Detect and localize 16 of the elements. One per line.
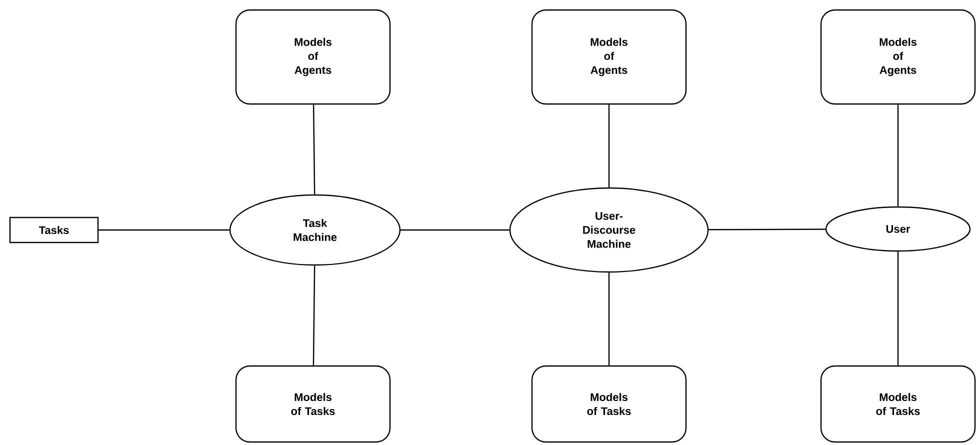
model-box: Models of Tasks bbox=[820, 365, 976, 443]
connector-line bbox=[98, 229, 230, 231]
connector-line bbox=[708, 228, 826, 230]
connector-line bbox=[400, 229, 510, 231]
connector-line bbox=[897, 252, 899, 366]
tasks-box: Tasks bbox=[9, 216, 99, 244]
connector-line bbox=[312, 266, 316, 366]
connector-line bbox=[897, 104, 899, 206]
connector-line bbox=[312, 104, 316, 194]
connector-line bbox=[608, 272, 610, 366]
model-box: Models of Tasks bbox=[235, 365, 391, 443]
model-box: Models of Agents bbox=[235, 9, 391, 105]
model-box: Models of Agents bbox=[820, 9, 976, 105]
model-box: Models of Agents bbox=[531, 9, 687, 105]
connector-line bbox=[608, 104, 610, 188]
model-box: Models of Tasks bbox=[531, 365, 687, 443]
